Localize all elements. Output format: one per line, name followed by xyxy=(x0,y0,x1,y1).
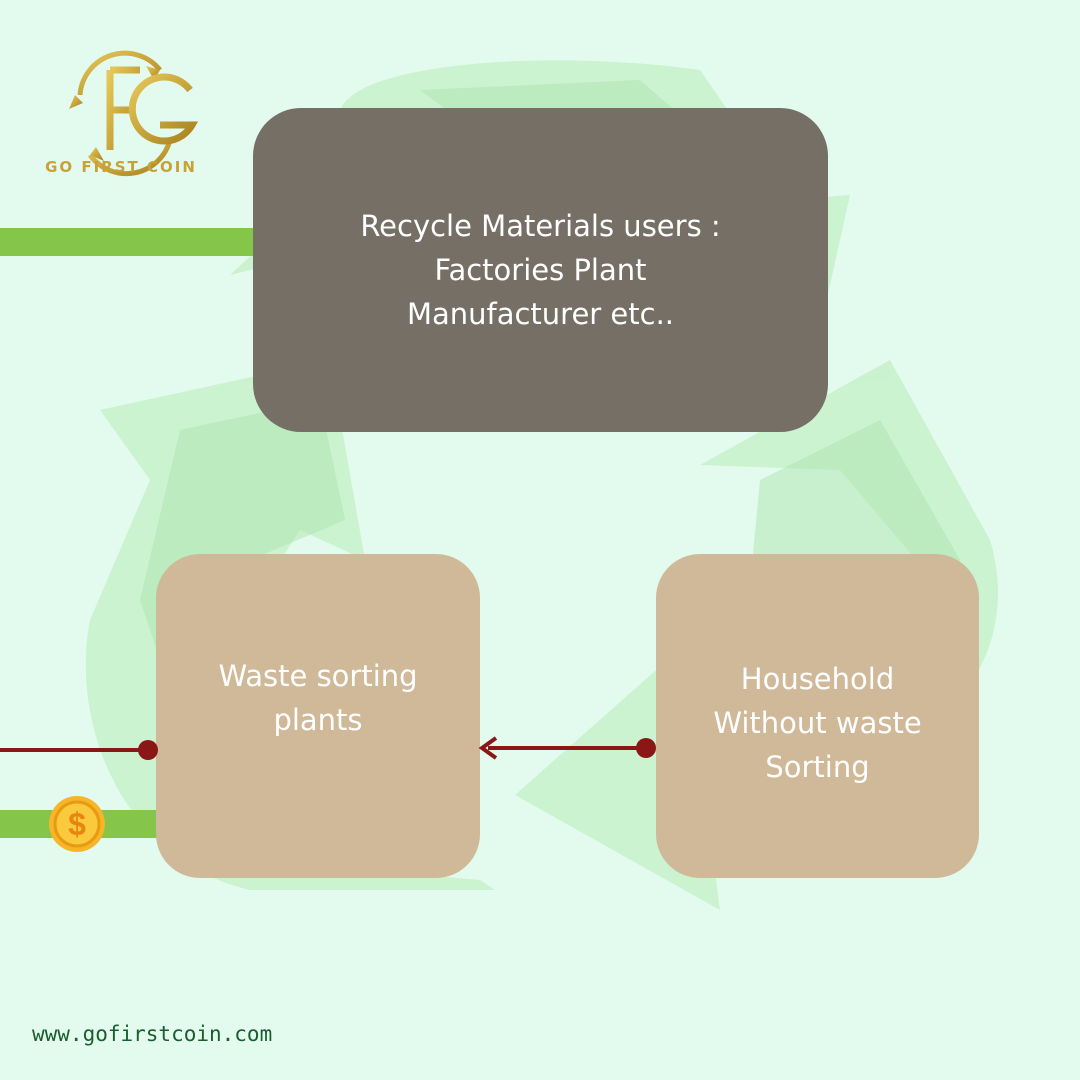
website-link[interactable]: www.gofirstcoin.com xyxy=(32,1022,273,1046)
waste-sorting-plants-label: Waste sorting plants xyxy=(218,659,418,737)
brand-name: GO FIRST COIN xyxy=(45,158,197,176)
recycle-materials-users-box: Recycle Materials users : Factories Plan… xyxy=(253,108,828,432)
waste-sorting-plants-box: Waste sorting plants xyxy=(156,554,480,878)
household-label: Household Without waste Sorting xyxy=(713,662,922,784)
svg-text:$: $ xyxy=(68,806,86,842)
go-first-coin-logo xyxy=(69,50,199,177)
green-line-top xyxy=(0,228,256,256)
dollar-coin-icon: $ xyxy=(49,796,105,852)
household-box: Household Without waste Sorting xyxy=(656,554,979,878)
recycle-materials-users-label: Recycle Materials users : Factories Plan… xyxy=(360,209,721,331)
